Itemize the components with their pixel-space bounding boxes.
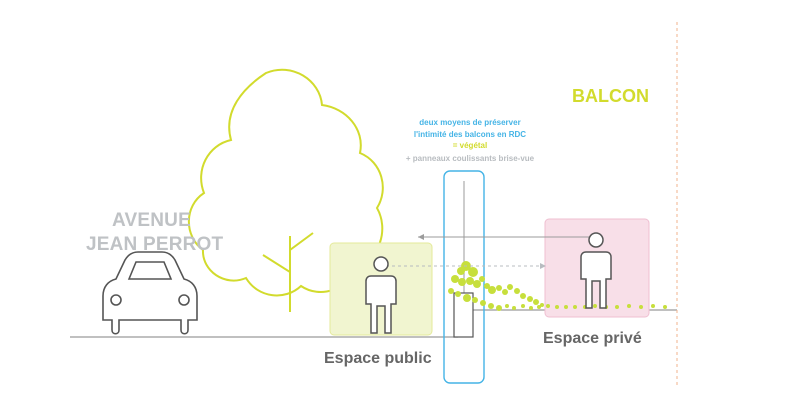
note-line-2: l'intimité des balcons en RDC [413,130,527,139]
balcony-label: BALCON [572,86,649,106]
note-line-4: + panneaux coulissants brise-vue [405,154,535,163]
privacy-panel-outline [443,170,485,384]
tree-icon [188,68,384,312]
shrub-icon [448,261,667,311]
panel-icon [453,292,474,338]
note-line-3: = végétal [452,141,488,150]
street-name-line-1: AVENUE [112,210,191,231]
note-line-1: deux moyens de préserver [419,118,521,127]
public-person-icon [365,256,397,334]
car-icon [102,251,198,335]
private-space-label: Espace privé [543,330,642,347]
street-name-line-2: JEAN PERROT [86,234,224,255]
sightline-arrow [386,234,594,269]
private-person-icon [580,232,612,309]
public-space-label: Espace public [324,350,432,367]
